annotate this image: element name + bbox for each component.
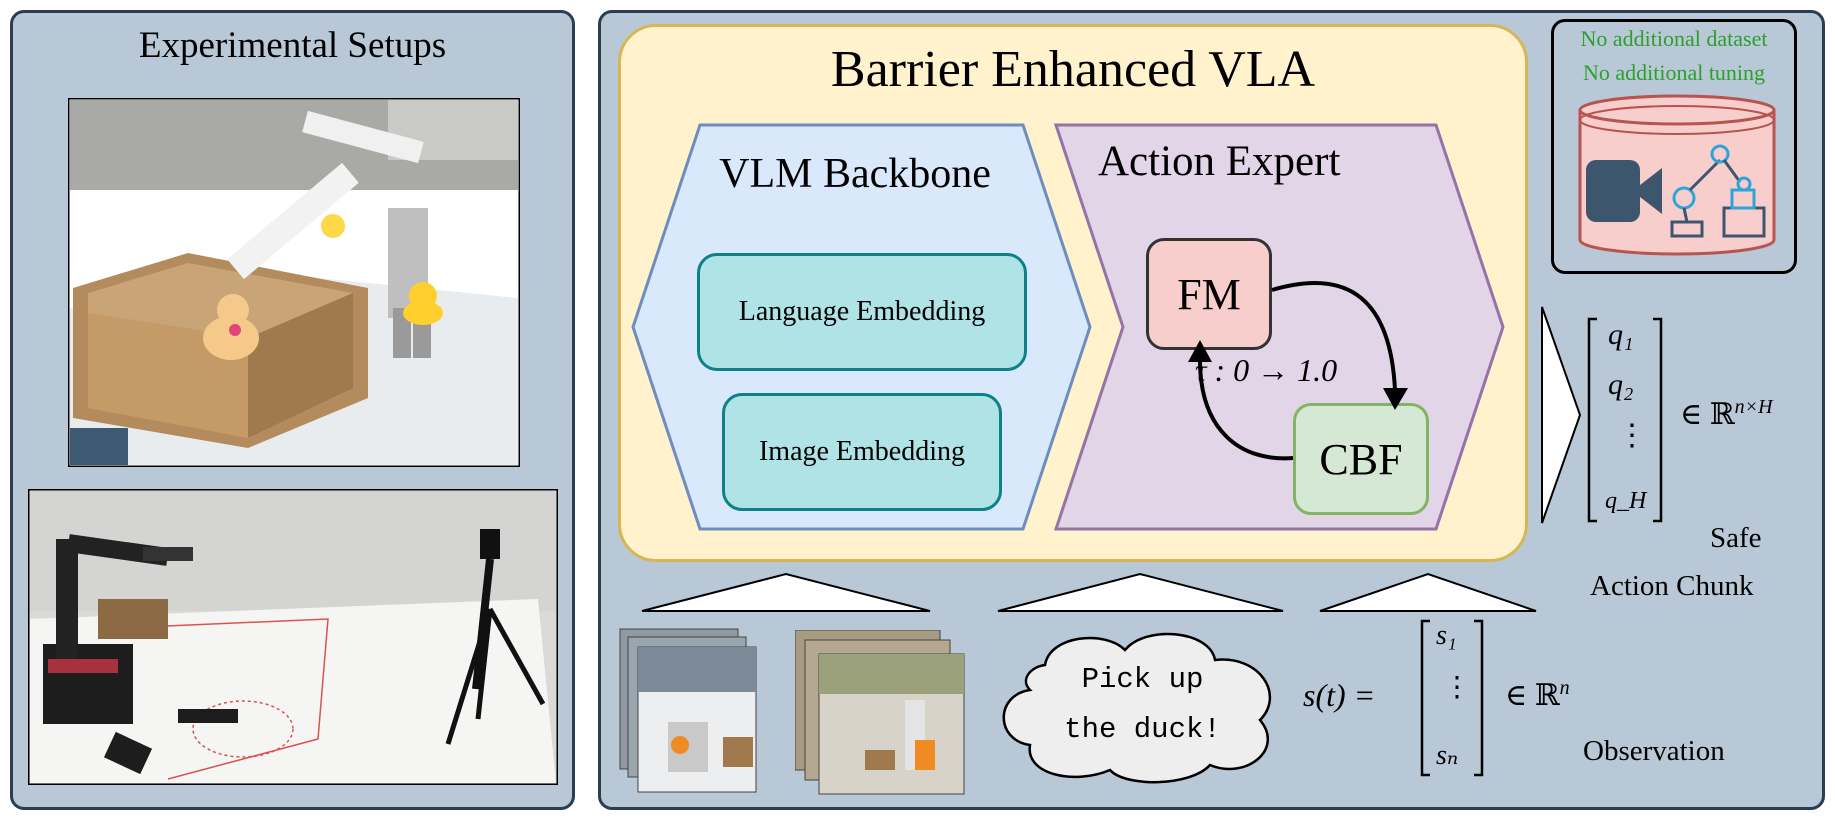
fm-label: FM: [1177, 269, 1241, 319]
action-expert-title: Action Expert: [1098, 138, 1341, 185]
language-embedding-label: Language Embedding: [738, 296, 986, 327]
action-chunk-matrix: [1587, 317, 1663, 523]
state-vector-brackets: [1420, 619, 1484, 777]
state-space-sup: n: [1559, 677, 1570, 699]
instruction-cloud: [1002, 632, 1272, 784]
qH-entry: q_H: [1605, 488, 1647, 514]
q2-text: q₂: [1608, 368, 1634, 401]
setup-photo-lab: [28, 489, 558, 785]
action-space-sup: n×H: [1734, 396, 1773, 418]
instruction-line2: the duck!: [1064, 713, 1221, 746]
state-lhs: s(t) =: [1303, 677, 1376, 713]
image-embedding-label: Image Embedding: [758, 436, 966, 467]
action-chunk-label: Action Chunk: [1590, 570, 1754, 602]
fm-box: FM: [1146, 238, 1272, 350]
image-embedding-box: Image Embedding: [722, 393, 1002, 511]
q1-text: q₁: [1608, 318, 1634, 351]
input-triangles: [641, 572, 1537, 612]
camera-image-stack-2: [795, 630, 965, 795]
vla-title: Barrier Enhanced VLA: [830, 41, 1316, 98]
instruction-line1: Pick up: [1081, 663, 1204, 696]
tau-label: τ : 0 → 1.0: [1195, 352, 1338, 388]
experimental-setups-title: Experimental Setups: [138, 25, 447, 66]
cbf-label: CBF: [1319, 434, 1403, 484]
safe-label: Safe: [1710, 522, 1762, 554]
image-input-triangle: [641, 572, 931, 612]
database-icon: [1578, 94, 1776, 256]
action-space-prefix: ∈ ℝ: [1680, 398, 1735, 431]
robot-arm-icon: [1670, 144, 1766, 238]
action-space: ∈ ℝn×H: [1680, 396, 1773, 432]
s-vdots: ⋮: [1443, 672, 1471, 703]
vlm-backbone-title: VLM Backbone: [719, 151, 991, 197]
language-input-triangle: [997, 572, 1284, 612]
camera-image-stack-1: [619, 628, 757, 793]
state-input-triangle: [1319, 572, 1537, 612]
q-vdots: ⋮: [1617, 419, 1647, 452]
state-space-prefix: ∈ ℝ: [1505, 679, 1560, 712]
cbf-box: CBF: [1293, 403, 1429, 515]
state-space: ∈ ℝn: [1505, 677, 1570, 713]
s1-entry: s₁: [1436, 620, 1457, 651]
no-tuning-text: No additional tuning: [1582, 60, 1766, 85]
language-embedding-box: Language Embedding: [697, 253, 1027, 371]
fm-cbf-loop-arrows: [1188, 281, 1408, 461]
observation-label: Observation: [1583, 735, 1725, 767]
output-arrow: [1541, 306, 1582, 524]
q2-entry: q₂: [1608, 368, 1633, 402]
no-dataset-text: No additional dataset: [1580, 26, 1768, 51]
sn-entry: sₙ: [1436, 740, 1459, 771]
q1-entry: q₁: [1608, 318, 1633, 352]
video-camera-icon: [1586, 160, 1640, 222]
setup-photo-tabletop: [68, 98, 520, 467]
